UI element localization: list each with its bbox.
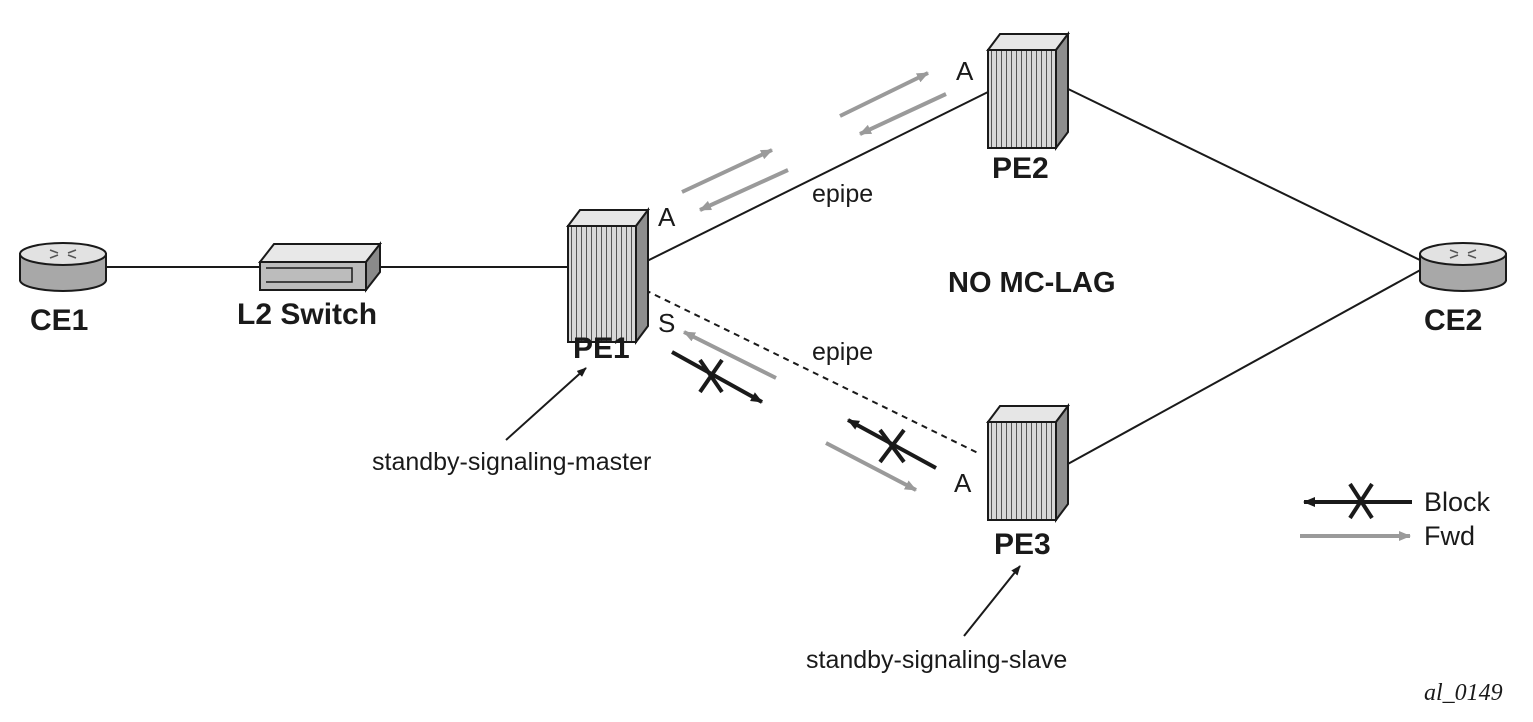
pe1-standby-port-label: S [658, 308, 675, 338]
links [106, 85, 1425, 466]
l2-switch-label: L2 Switch [237, 298, 377, 331]
figure-id: al_0149 [1424, 680, 1503, 706]
fwd-arrow-pe3-to-pe1 [683, 330, 777, 380]
ce2-router-icon [1419, 242, 1507, 292]
block-x-mark [878, 428, 906, 464]
ce1-label: CE1 [30, 304, 88, 337]
pe1-active-port-label: A [658, 202, 676, 232]
link-pe2-ce2 [1061, 85, 1425, 263]
no-mc-lag-label: NO MC-LAG [948, 267, 1116, 299]
legend-block-label: Block [1424, 487, 1491, 517]
link-pe1-pe3 [644, 289, 979, 454]
fwd-arrow-pe1-to-pe2-b [839, 71, 929, 118]
pointer-arrow-pe1 [505, 367, 587, 441]
l2-switch-icon [257, 241, 383, 293]
pe3-router-icon [986, 403, 1070, 523]
block-arrow-pe1-to-pe3 [671, 350, 763, 404]
block-arrows [671, 350, 937, 470]
pe3-label: PE3 [994, 528, 1051, 561]
epipe-label-pe1-pe2: epipe [812, 180, 873, 208]
fwd-arrow-pe1-to-pe3 [825, 441, 917, 492]
block-x-mark [698, 358, 724, 394]
block-x-mark [1348, 482, 1374, 520]
legend: Block Fwd [1300, 482, 1491, 551]
pe3-active-port-label: A [954, 468, 972, 498]
pe1-label: PE1 [573, 332, 630, 365]
pe1-router-icon [566, 207, 650, 345]
pe2-label: PE2 [992, 152, 1049, 185]
pointer-arrows [505, 367, 1021, 637]
pe3-role-annotation: standby-signaling-slave [806, 646, 1067, 674]
fwd-arrow-pe2-to-pe1-a [699, 168, 789, 212]
pe2-router-icon [986, 31, 1070, 151]
link-pe1-pe2 [644, 91, 989, 263]
fwd-arrow-pe1-to-pe2-a [681, 148, 773, 194]
legend-fwd-label: Fwd [1424, 521, 1475, 551]
ce1-router-icon [19, 242, 107, 292]
pe2-active-port-label: A [956, 56, 974, 86]
fwd-arrow-pe2-to-pe1-b [859, 92, 947, 136]
pointer-arrow-pe3 [963, 565, 1021, 637]
pe1-role-annotation: standby-signaling-master [372, 448, 651, 476]
link-pe3-ce2 [1065, 267, 1425, 466]
fwd-arrows [681, 71, 947, 492]
epipe-label-pe1-pe3: epipe [812, 338, 873, 366]
ce2-label: CE2 [1424, 304, 1482, 337]
